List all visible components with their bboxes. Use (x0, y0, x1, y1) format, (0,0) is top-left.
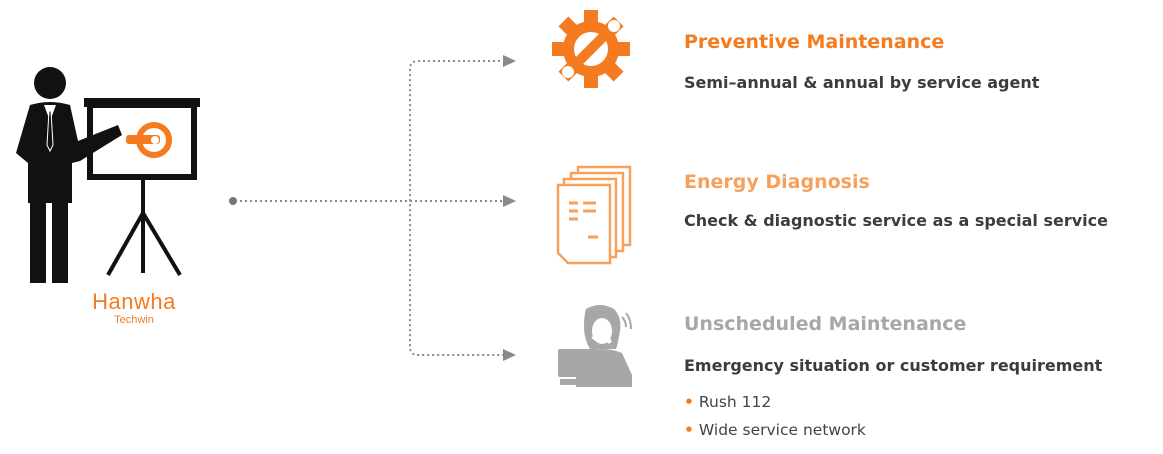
bullet-text: Wide service network (698, 421, 866, 439)
item-title-preventive: Preventive Maintenance (684, 31, 945, 53)
brand-subtitle: Techwin (114, 314, 154, 326)
call-center-agent-icon (556, 303, 640, 391)
item-title-energy: Energy Diagnosis (684, 171, 870, 193)
item-desc-unscheduled: Emergency situation or customer requirem… (684, 356, 1103, 375)
list-item: •Rush 112 (684, 393, 772, 411)
unscheduled-bullet-list: •Rush 112 •Wide service network (684, 388, 866, 444)
brand-name: Hanwha (92, 289, 176, 314)
item-desc-preventive: Semi–annual & annual by service agent (684, 73, 1040, 92)
bullet-text: Rush 112 (698, 393, 772, 411)
gear-wrench-icon (550, 8, 632, 90)
presenter-illustration (8, 53, 218, 288)
item-desc-energy: Check & diagnostic service as a special … (684, 211, 1108, 230)
documents-icon (556, 165, 636, 267)
connector-origin-dot (229, 197, 237, 205)
arrow-bottom (503, 349, 516, 361)
board-wrench-icon (126, 122, 172, 158)
arrow-middle (503, 195, 516, 207)
arrow-top (503, 55, 516, 67)
item-title-unscheduled: Unscheduled Maintenance (684, 313, 967, 335)
connector-branch (409, 60, 505, 356)
list-item: •Wide service network (684, 421, 866, 439)
